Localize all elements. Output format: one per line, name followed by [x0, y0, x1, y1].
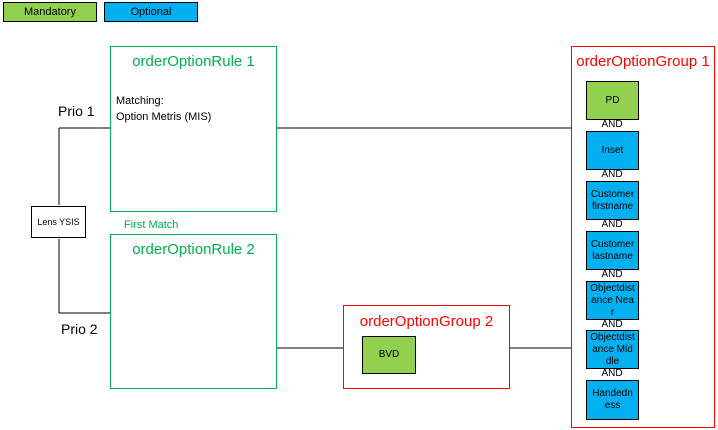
and-connector: AND [601, 319, 623, 330]
order-option-rule-2: orderOptionRule 2 [110, 234, 277, 389]
and-connector: AND [601, 269, 623, 280]
legend-optional: Optional [104, 2, 198, 22]
first-match-label: First Match [124, 219, 179, 231]
group-1-item-pd: PD [586, 81, 639, 120]
prio-2-label: Prio 2 [61, 321, 98, 337]
legend-mandatory: Mandatory [3, 2, 97, 22]
and-connector: AND [601, 368, 623, 379]
group-2-title: orderOptionGroup 2 [359, 313, 494, 330]
lens-node: Lens YSIS [31, 206, 86, 238]
group-1-item-customer-firstname: Customer firstname [586, 181, 639, 220]
and-connector: AND [601, 169, 623, 180]
group-1-title: orderOptionGroup 1 [576, 53, 710, 70]
rule-1-matching-value: Option Metris (MIS) [116, 111, 212, 123]
rule-2-title: orderOptionRule 2 [132, 241, 255, 258]
group-1-item-inset: Inset [586, 131, 639, 170]
group-1-item-customer-lastname: Customer lastname [586, 231, 639, 270]
and-connector: AND [601, 219, 623, 230]
group-1-item-objectdistance-middle: Objectdistance Middle [586, 330, 639, 369]
group-1-item-objectdistance-near: Objectdistance Near [586, 281, 639, 320]
rule-1-matching-label: Matching: [116, 95, 164, 107]
group-1-item-handedness: Handedness [586, 380, 639, 420]
order-option-rule-1: orderOptionRule 1 Matching: Option Metri… [110, 46, 277, 212]
prio-1-label: Prio 1 [58, 103, 95, 119]
order-option-group-2: orderOptionGroup 2 [343, 305, 510, 389]
rule-1-title: orderOptionRule 1 [132, 53, 255, 70]
and-connector: AND [601, 119, 623, 130]
group-2-item-bvd: BVD [362, 336, 416, 374]
